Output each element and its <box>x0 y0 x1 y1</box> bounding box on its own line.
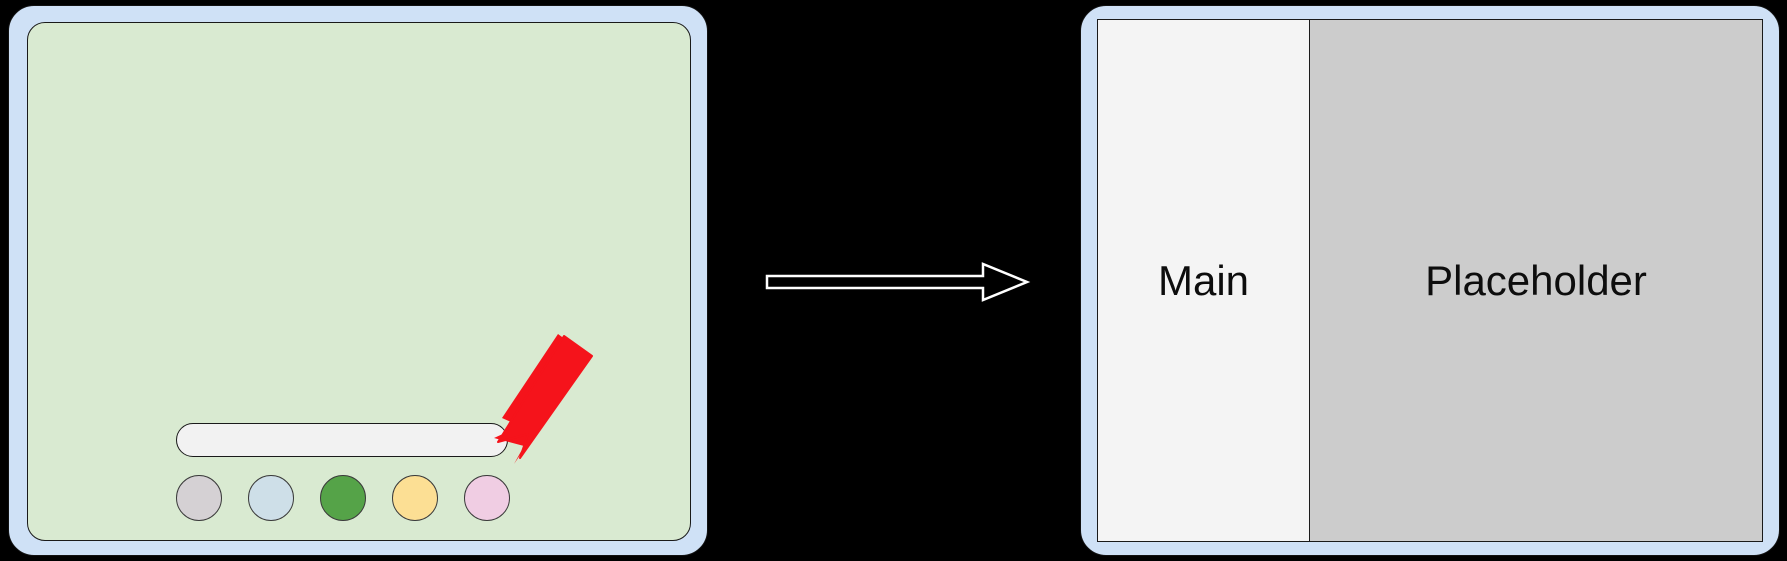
dock-item-app-3[interactable] <box>320 475 366 521</box>
tablet-after-screen: Main Placeholder <box>1097 19 1763 542</box>
placeholder-pane-label: Placeholder <box>1425 256 1647 304</box>
dock-item-app-5[interactable] <box>464 475 510 521</box>
tablet-before-frame <box>8 5 708 556</box>
tablet-before-screen <box>27 22 691 541</box>
dock-item-app-2[interactable] <box>248 475 294 521</box>
dock-item-app-1[interactable] <box>176 475 222 521</box>
dock <box>176 475 516 531</box>
transition-arrow-icon <box>765 262 1031 302</box>
main-pane[interactable]: Main <box>1098 20 1310 541</box>
search-input[interactable] <box>176 423 508 457</box>
dock-item-app-4[interactable] <box>392 475 438 521</box>
main-pane-label: Main <box>1157 256 1250 304</box>
placeholder-pane[interactable]: Placeholder <box>1310 20 1762 541</box>
